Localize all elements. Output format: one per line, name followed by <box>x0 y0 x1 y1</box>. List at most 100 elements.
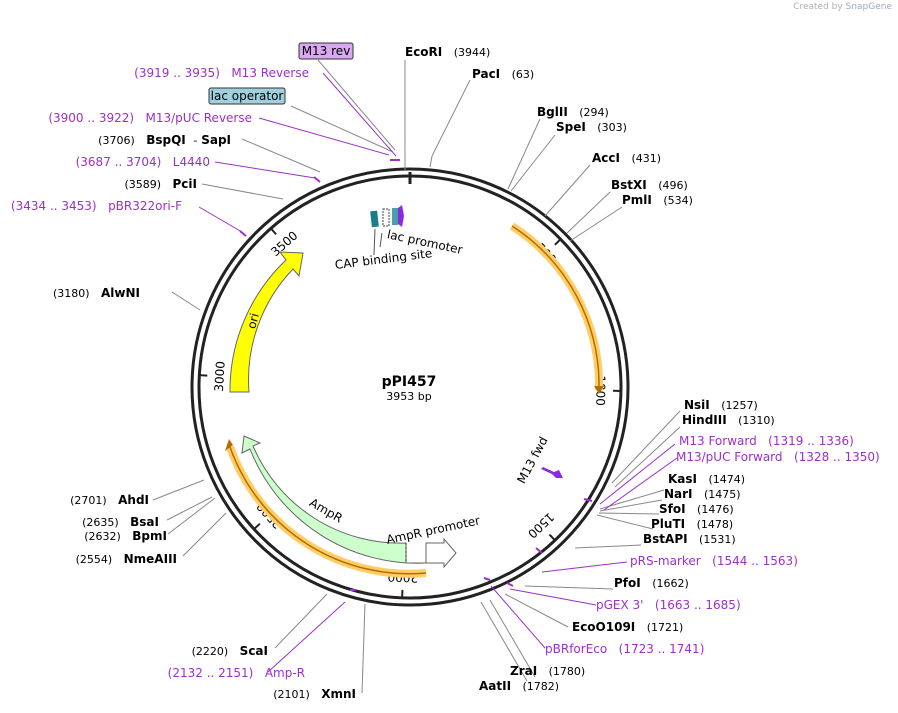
site-label-zrai[interactable]: ZraI (1780) <box>510 664 585 678</box>
m13-rev-label: M13 rev <box>302 44 351 58</box>
site-label-acci[interactable]: AccI (431) <box>592 151 661 165</box>
feature-orange-1[interactable] <box>509 222 604 391</box>
site-label-sfoi[interactable]: SfoI (1476) <box>659 502 734 516</box>
tick-mark <box>253 522 261 530</box>
site-label-prs-marker[interactable]: pRS-marker (1544 .. 1563) <box>630 554 798 568</box>
site-position: (1474) <box>708 473 745 486</box>
site-label-m13-puc-reverse[interactable]: (3900 .. 3922) M13/pUC Reverse <box>48 111 252 125</box>
site-label-amp-r[interactable]: (2132 .. 2151) Amp-R <box>168 666 305 680</box>
site-name: AhdI <box>118 493 149 507</box>
site-name: XmnI <box>321 687 356 701</box>
backbone <box>190 167 630 607</box>
site-position: (3706) <box>98 134 135 147</box>
site-label-nmeaiii[interactable]: (2554) NmeAIII <box>76 552 177 566</box>
site-label-bstxi[interactable]: BstXI (496) <box>611 178 688 192</box>
site-label-hindiii[interactable]: HindIII (1310) <box>682 413 775 427</box>
site-name: BstAPI <box>643 532 688 546</box>
site-label-xmni[interactable]: (2101) XmnI <box>273 687 356 701</box>
feature-orange-1-arrowhead <box>594 386 604 394</box>
site-label-bsai[interactable]: (2635) BsaI <box>82 515 159 529</box>
site-position: (3900 .. 3922) <box>48 111 134 125</box>
feature-cap-site-label: CAP binding site <box>334 246 433 272</box>
site-label-ecori[interactable]: EcoRI (3944) <box>405 45 490 59</box>
site-label-pmli[interactable]: PmlI (534) <box>622 193 693 207</box>
site-name: PciI <box>173 177 198 191</box>
site-position: (1475) <box>704 488 741 501</box>
site-label-bstapi[interactable]: BstAPI (1531) <box>643 532 736 546</box>
site-position: (496) <box>658 179 688 192</box>
site-position: (1721) <box>647 621 684 634</box>
site-label-paci[interactable]: PacI (63) <box>472 67 534 81</box>
site-labels: EcoRI (3944) PacI (63) BglII (294)SpeI (30… <box>11 45 880 701</box>
site-position: (1476) <box>697 503 734 516</box>
site-name: BglII <box>537 105 568 119</box>
feature-ampr[interactable] <box>241 435 427 564</box>
site-position: (1723 .. 1741) <box>619 642 705 656</box>
site-name: pBR322ori-F <box>108 199 182 213</box>
site-position: (1782) <box>523 680 560 693</box>
lac-promoter-leader <box>379 232 383 248</box>
site-label-kasi[interactable]: KasI (1474) <box>668 472 745 486</box>
site-position: (63) <box>512 68 535 81</box>
credit-prefix: Created by <box>793 2 843 12</box>
feature-cap-site[interactable] <box>370 210 379 228</box>
tick-mark <box>554 238 562 246</box>
feature-lac-promoter-arrow[interactable] <box>398 205 404 227</box>
site-label-bglii[interactable]: BglII (294) <box>537 105 609 119</box>
site-position: (3919 .. 3935) <box>134 66 220 80</box>
site-label-pfoi[interactable]: PfoI (1662) <box>614 576 689 590</box>
tick-mark <box>548 533 556 542</box>
site-label-ecoo109i[interactable]: EcoO109I (1721) <box>572 620 683 634</box>
site-position: (534) <box>663 194 693 207</box>
site-name: L4440 <box>173 155 210 169</box>
site-position: (1544 .. 1563) <box>712 554 798 568</box>
site-name: NsiI <box>684 398 710 412</box>
site-label-bspqi-sapi[interactable]: (3706) BspQI - SapI <box>98 133 231 147</box>
site-label-pluti[interactable]: PluTI (1478) <box>651 517 733 531</box>
feature-orange-1-line <box>511 225 600 391</box>
site-label-alwni[interactable]: (3180) AlwNI <box>53 286 140 300</box>
feature-lac-operator[interactable] <box>392 208 398 225</box>
lac-operator-box[interactable] <box>208 87 286 105</box>
site-position: (1310) <box>738 414 775 427</box>
feature-ampr-promoter[interactable] <box>425 537 457 569</box>
site-position: (2701) <box>70 494 107 507</box>
site-name: NmeAIII <box>124 552 177 566</box>
site-label-aatii[interactable]: AatII (1782) <box>479 679 559 693</box>
site-label-pcii[interactable]: (3589) PciI <box>124 177 197 191</box>
site-name: M13 Forward <box>679 434 757 448</box>
site-position: (294) <box>579 106 609 119</box>
site-label-l4440[interactable]: (3687 .. 3704) L4440 <box>76 155 210 169</box>
site-label-bpmi[interactable]: (2632) BpmI <box>84 529 167 543</box>
site-label-m13-reverse[interactable]: (3919 .. 3935) M13 Reverse <box>134 66 309 80</box>
site-position: (3687 .. 3704) <box>76 155 162 169</box>
site-name: ScaI <box>240 644 268 658</box>
site-label-pgex3[interactable]: pGEX 3' (1663 .. 1685) <box>596 598 741 612</box>
site-position: (1531) <box>699 533 736 546</box>
primer-leader-lines <box>198 72 678 673</box>
site-position: (1478) <box>697 518 734 531</box>
feature-lac-operator-mark <box>382 208 390 227</box>
cap-site-leader <box>373 228 376 256</box>
site-label-m13-puc-forward[interactable]: M13/pUC Forward (1328 .. 1350) <box>676 450 880 464</box>
site-label-pbr322ori-f[interactable]: (3434 .. 3453) pBR322ori-F <box>11 199 182 213</box>
site-position: (2554) <box>76 553 113 566</box>
feature-ori-label: ori <box>244 312 262 331</box>
site-label-spei[interactable]: SpeI (303) <box>556 120 627 134</box>
site-position: (1319 .. 1336) <box>768 434 854 448</box>
site-position: (1257) <box>721 399 758 412</box>
m13-rev-box[interactable] <box>298 42 354 60</box>
site-label-pbrforeco[interactable]: pBRforEco (1723 .. 1741) <box>545 642 704 656</box>
site-label-nari[interactable]: NarI (1475) <box>664 487 741 501</box>
site-label-nsii[interactable]: NsiI (1257) <box>684 398 758 412</box>
site-name: NarI <box>664 487 693 501</box>
plasmid-name: pPI457 <box>382 374 437 390</box>
site-label-m13-forward[interactable]: M13 Forward (1319 .. 1336) <box>679 434 854 448</box>
site-position: (2635) <box>82 516 119 529</box>
site-name: AatII <box>479 679 511 693</box>
feature-m13-fwd[interactable] <box>541 467 563 478</box>
feature-ori[interactable] <box>229 251 304 393</box>
site-label-scai[interactable]: (2220) ScaI <box>192 644 268 658</box>
site-label-ahdi[interactable]: (2701) AhdI <box>70 493 149 507</box>
